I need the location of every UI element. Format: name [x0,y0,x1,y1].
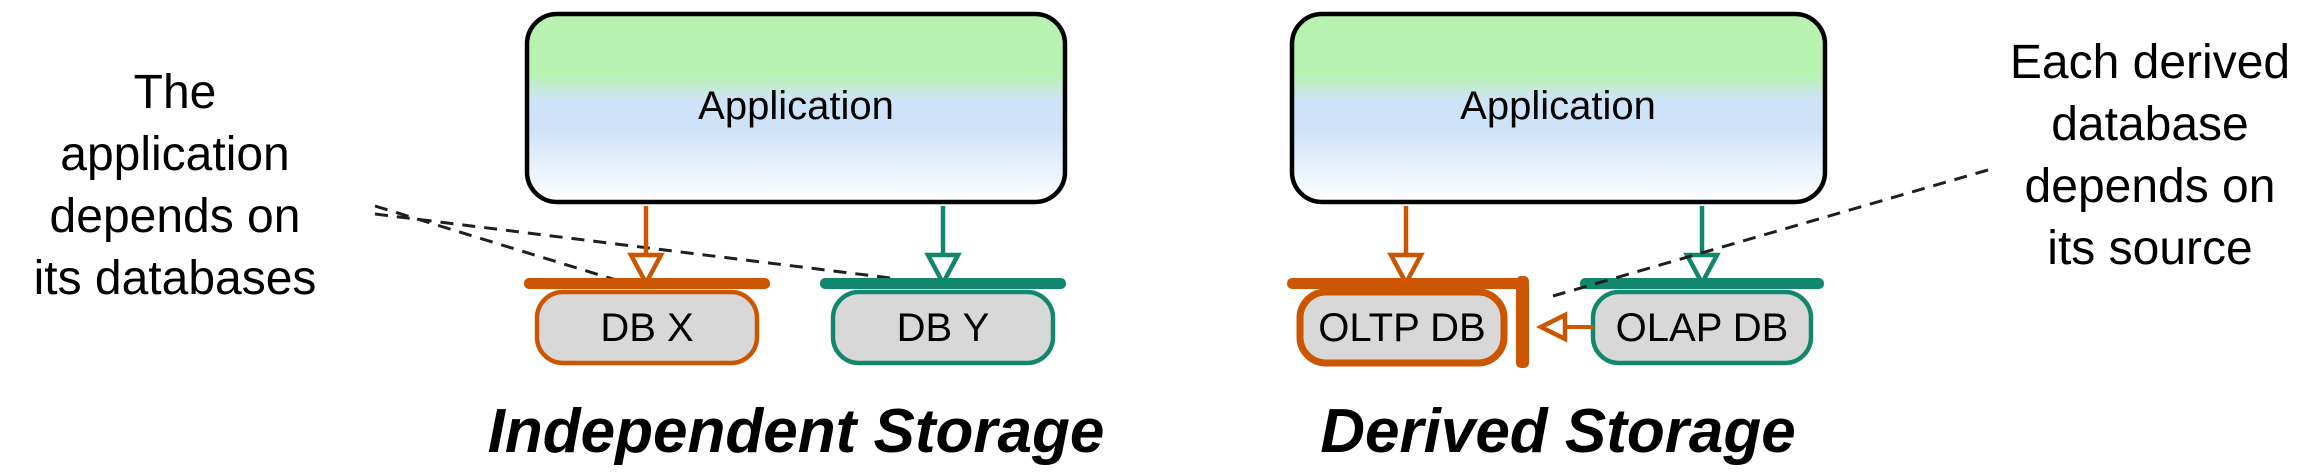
left-annotation-line: The [134,66,217,119]
olap-to-oltp-dependency-arrow [1535,311,1594,343]
derived-storage-caption: Derived Storage [1320,397,1796,466]
arrow-head-icon [1387,252,1425,288]
right-application-box [1289,11,1828,205]
right-annotation-line: database [2051,98,2249,151]
independent-storage-diagram: The application depends on its databases… [34,11,1105,466]
db-y-top-bar [820,278,1066,289]
db-x-box [534,289,760,366]
derived-storage-diagram: Application OLTP DB OL [1287,11,2290,466]
right-annotation: Each derived database depends on its sou… [1552,36,2290,298]
annotation-pointer-line [374,204,643,290]
left-annotation-line: depends on [50,190,301,243]
oltp-db-box [1296,288,1508,367]
app-to-db-y-arrow [924,206,962,288]
app-to-olap-arrow [1683,206,1721,288]
independent-storage-caption: Independent Storage [488,397,1105,466]
left-annotation-line: application [60,128,290,181]
oltp-db-store: OLTP DB [1287,276,1529,368]
arrow-head-icon [1683,252,1721,288]
right-annotation-line: Each derived [2010,36,2290,89]
oltp-db-top-bar [1287,278,1527,289]
left-application-label: Application [698,84,894,128]
arrow-head-icon [627,252,665,288]
oltp-db-label: OLTP DB [1318,306,1485,350]
db-x-label: DB X [600,306,693,350]
db-y-box [830,289,1056,366]
right-application-label: Application [1460,84,1656,128]
arrow-head-icon [1535,311,1568,343]
annotation-pointer-line [1552,168,1989,298]
app-to-db-x-arrow [627,206,665,288]
olap-db-store: OLAP DB [1580,278,1824,366]
left-annotation: The application depends on its databases [34,66,899,305]
db-y-label: DB Y [897,306,990,350]
olap-db-top-bar [1580,278,1824,289]
left-application-box [524,11,1068,205]
right-annotation-line: depends on [2025,160,2276,213]
db-x-store: DB X [524,278,770,366]
arrow-head-icon [924,252,962,288]
left-annotation-line: its databases [34,252,317,305]
db-x-top-bar [524,278,770,289]
right-annotation-line: its source [2047,222,2252,275]
app-to-oltp-arrow [1387,206,1425,288]
db-y-store: DB Y [820,278,1066,366]
olap-db-label: OLAP DB [1616,306,1789,350]
oltp-db-right-bar [1516,276,1529,368]
